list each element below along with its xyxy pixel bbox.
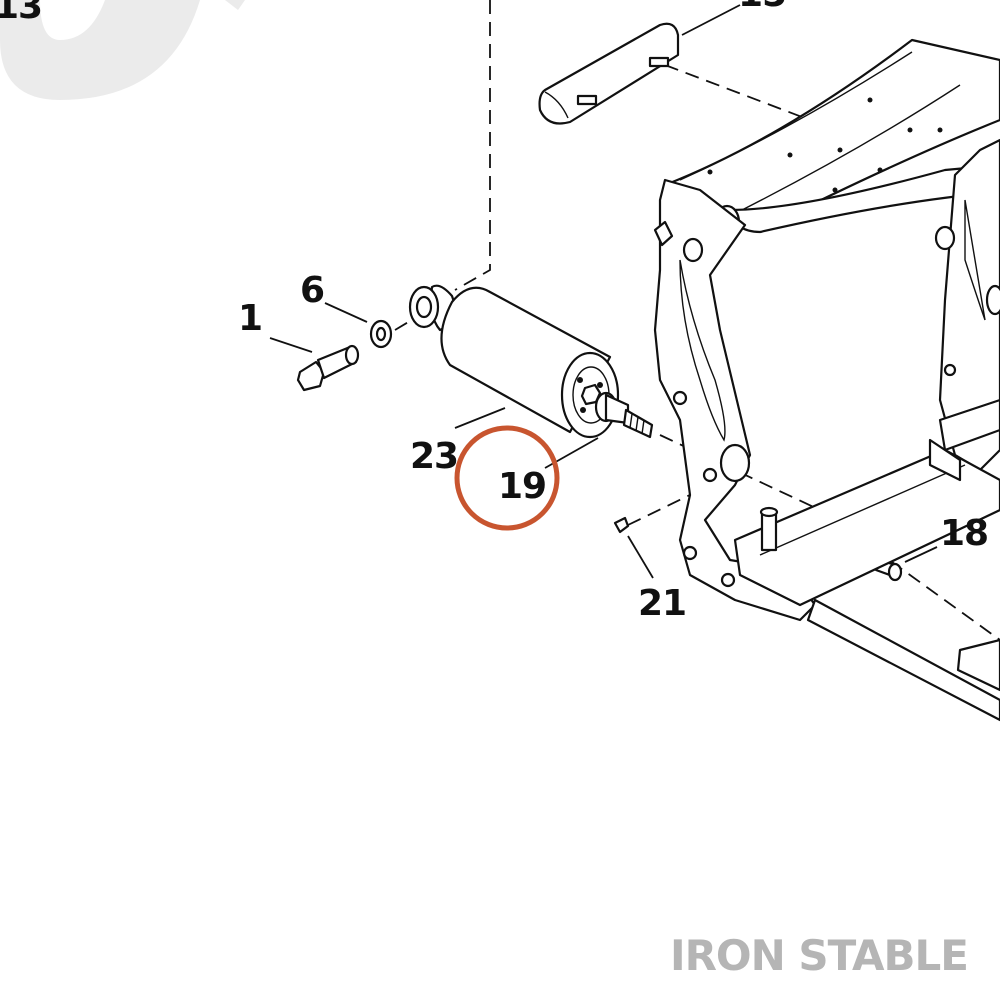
part-23-shock-absorber [408,284,620,439]
highlight-circle [454,425,560,531]
background-logo [0,0,245,100]
part-1-bolt [296,344,360,392]
callout-15: 15 [738,0,786,15]
callout-labels: 13 15 1 6 23 19 21 18 [0,0,989,624]
callout-21: 21 [638,583,686,624]
part-6-washer [369,319,393,349]
callout-19: 19 [498,466,546,507]
part-19-stud [594,391,654,439]
leader-lines [269,4,938,579]
callout-6: 6 [300,270,324,311]
callout-23: 23 [410,436,458,477]
watermark-text: IRON STABLE [670,931,968,980]
part-21-plug [613,516,630,534]
callout-1: 1 [238,298,262,339]
callout-13: 13 [0,0,42,27]
part-15-bracket [538,22,680,125]
callout-18: 18 [940,513,988,554]
frame-assembly [653,38,1000,722]
